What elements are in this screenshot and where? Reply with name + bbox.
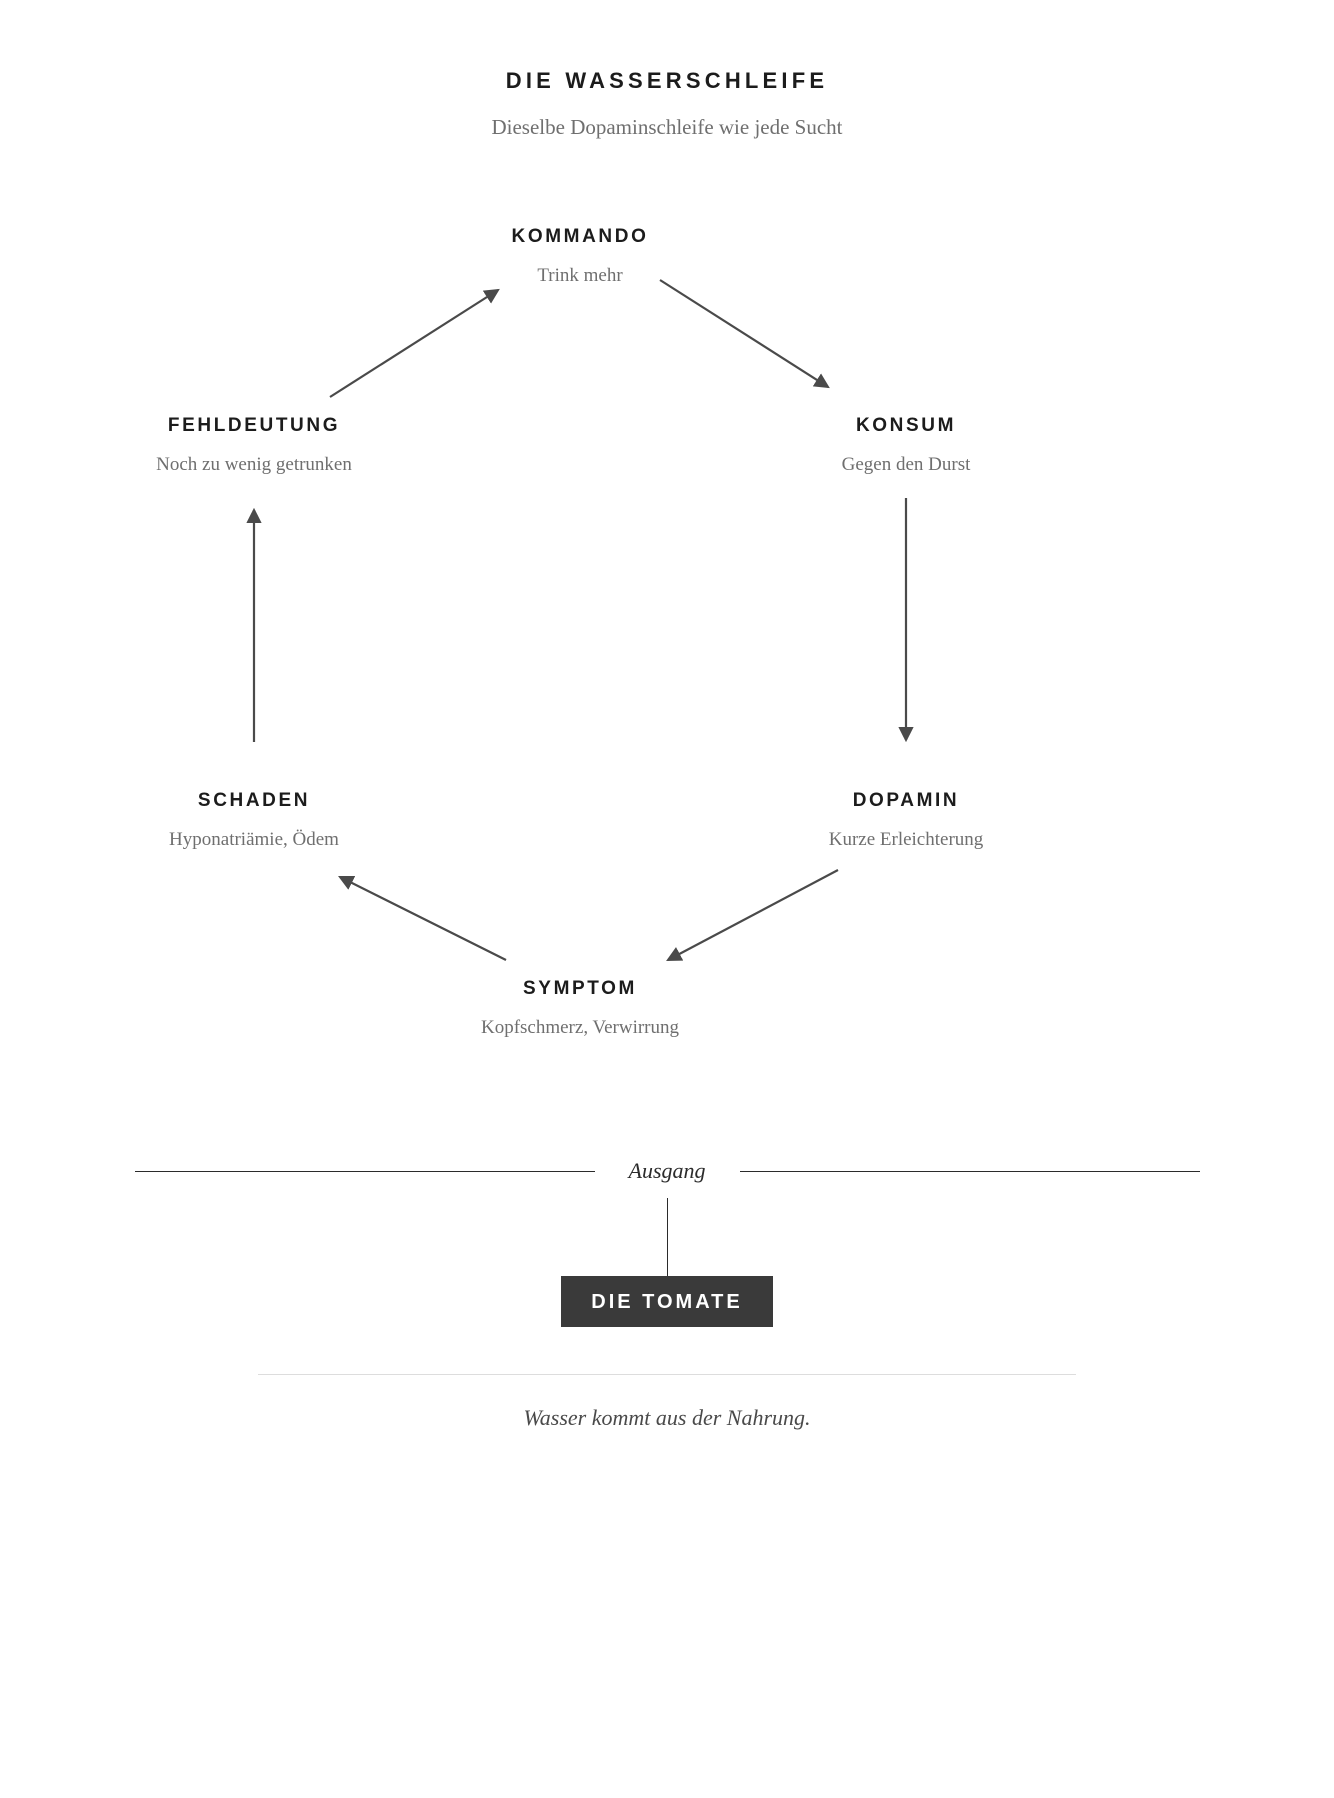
page-subtitle: Dieselbe Dopaminschleife wie jede Sucht (491, 115, 843, 140)
arrow-symptom-to-schaden (338, 876, 507, 961)
exit-badge-wrap: DIE TOMATE (0, 1276, 1334, 1327)
node-fehldeutung-desc: Noch zu wenig getrunken (156, 453, 352, 475)
exit-rule-right (739, 1170, 1200, 1172)
node-symptom-title: SYMPTOM (523, 978, 637, 999)
node-dopamin-title: DOPAMIN (852, 790, 960, 811)
node-symptom-desc: Kopfschmerz, Verwirrung (480, 1016, 680, 1038)
footer-note: Wasser kommt aus der Nahrung. (523, 1405, 811, 1430)
node-konsum-desc: Gegen den Durst (841, 453, 971, 475)
node-symptom[interactable]: SYMPTOM Kopfschmerz, Verwirrung (390, 978, 770, 1040)
node-kommando-title: KOMMANDO (511, 226, 649, 247)
exit-connector-line (667, 1198, 668, 1276)
cycle-arrows (246, 279, 914, 962)
node-konsum-title: KONSUM (855, 415, 957, 436)
node-schaden-title: SCHADEN (197, 790, 311, 811)
node-fehldeutung-title: FEHLDEUTUNG (167, 415, 341, 436)
exit-divider: Ausgang (0, 1158, 1334, 1183)
node-kommando-desc: Trink mehr (537, 264, 623, 286)
node-fehldeutung[interactable]: FEHLDEUTUNG Noch zu wenig getrunken (64, 415, 444, 477)
node-dopamin[interactable]: DOPAMIN Kurze Erleichterung (716, 790, 1096, 852)
diagram-header: DIE WASSERSCHLEIFE Dieselbe Dopaminschle… (0, 68, 1334, 141)
arrow-dopamin-to-symptom (666, 869, 839, 962)
node-kommando[interactable]: KOMMANDO Trink mehr (390, 226, 770, 288)
arrow-kommando-to-konsum (659, 279, 830, 389)
arrow-fehldeutung-to-kommando (329, 288, 500, 398)
footer-divider (258, 1374, 1076, 1375)
exit-label: Ausgang (628, 1158, 706, 1183)
die-tomate-badge[interactable]: DIE TOMATE (561, 1276, 773, 1327)
node-dopamin-desc: Kurze Erleichterung (828, 828, 984, 850)
node-schaden-desc: Hyponatriämie, Ödem (169, 828, 339, 850)
cycle-diagram: KOMMANDO Trink mehr KONSUM Gegen den Dur… (0, 180, 1334, 1080)
page-title: DIE WASSERSCHLEIFE (505, 68, 829, 93)
node-konsum[interactable]: KONSUM Gegen den Durst (716, 415, 1096, 477)
node-schaden[interactable]: SCHADEN Hyponatriämie, Ödem (64, 790, 444, 852)
exit-rule-left (134, 1170, 595, 1172)
